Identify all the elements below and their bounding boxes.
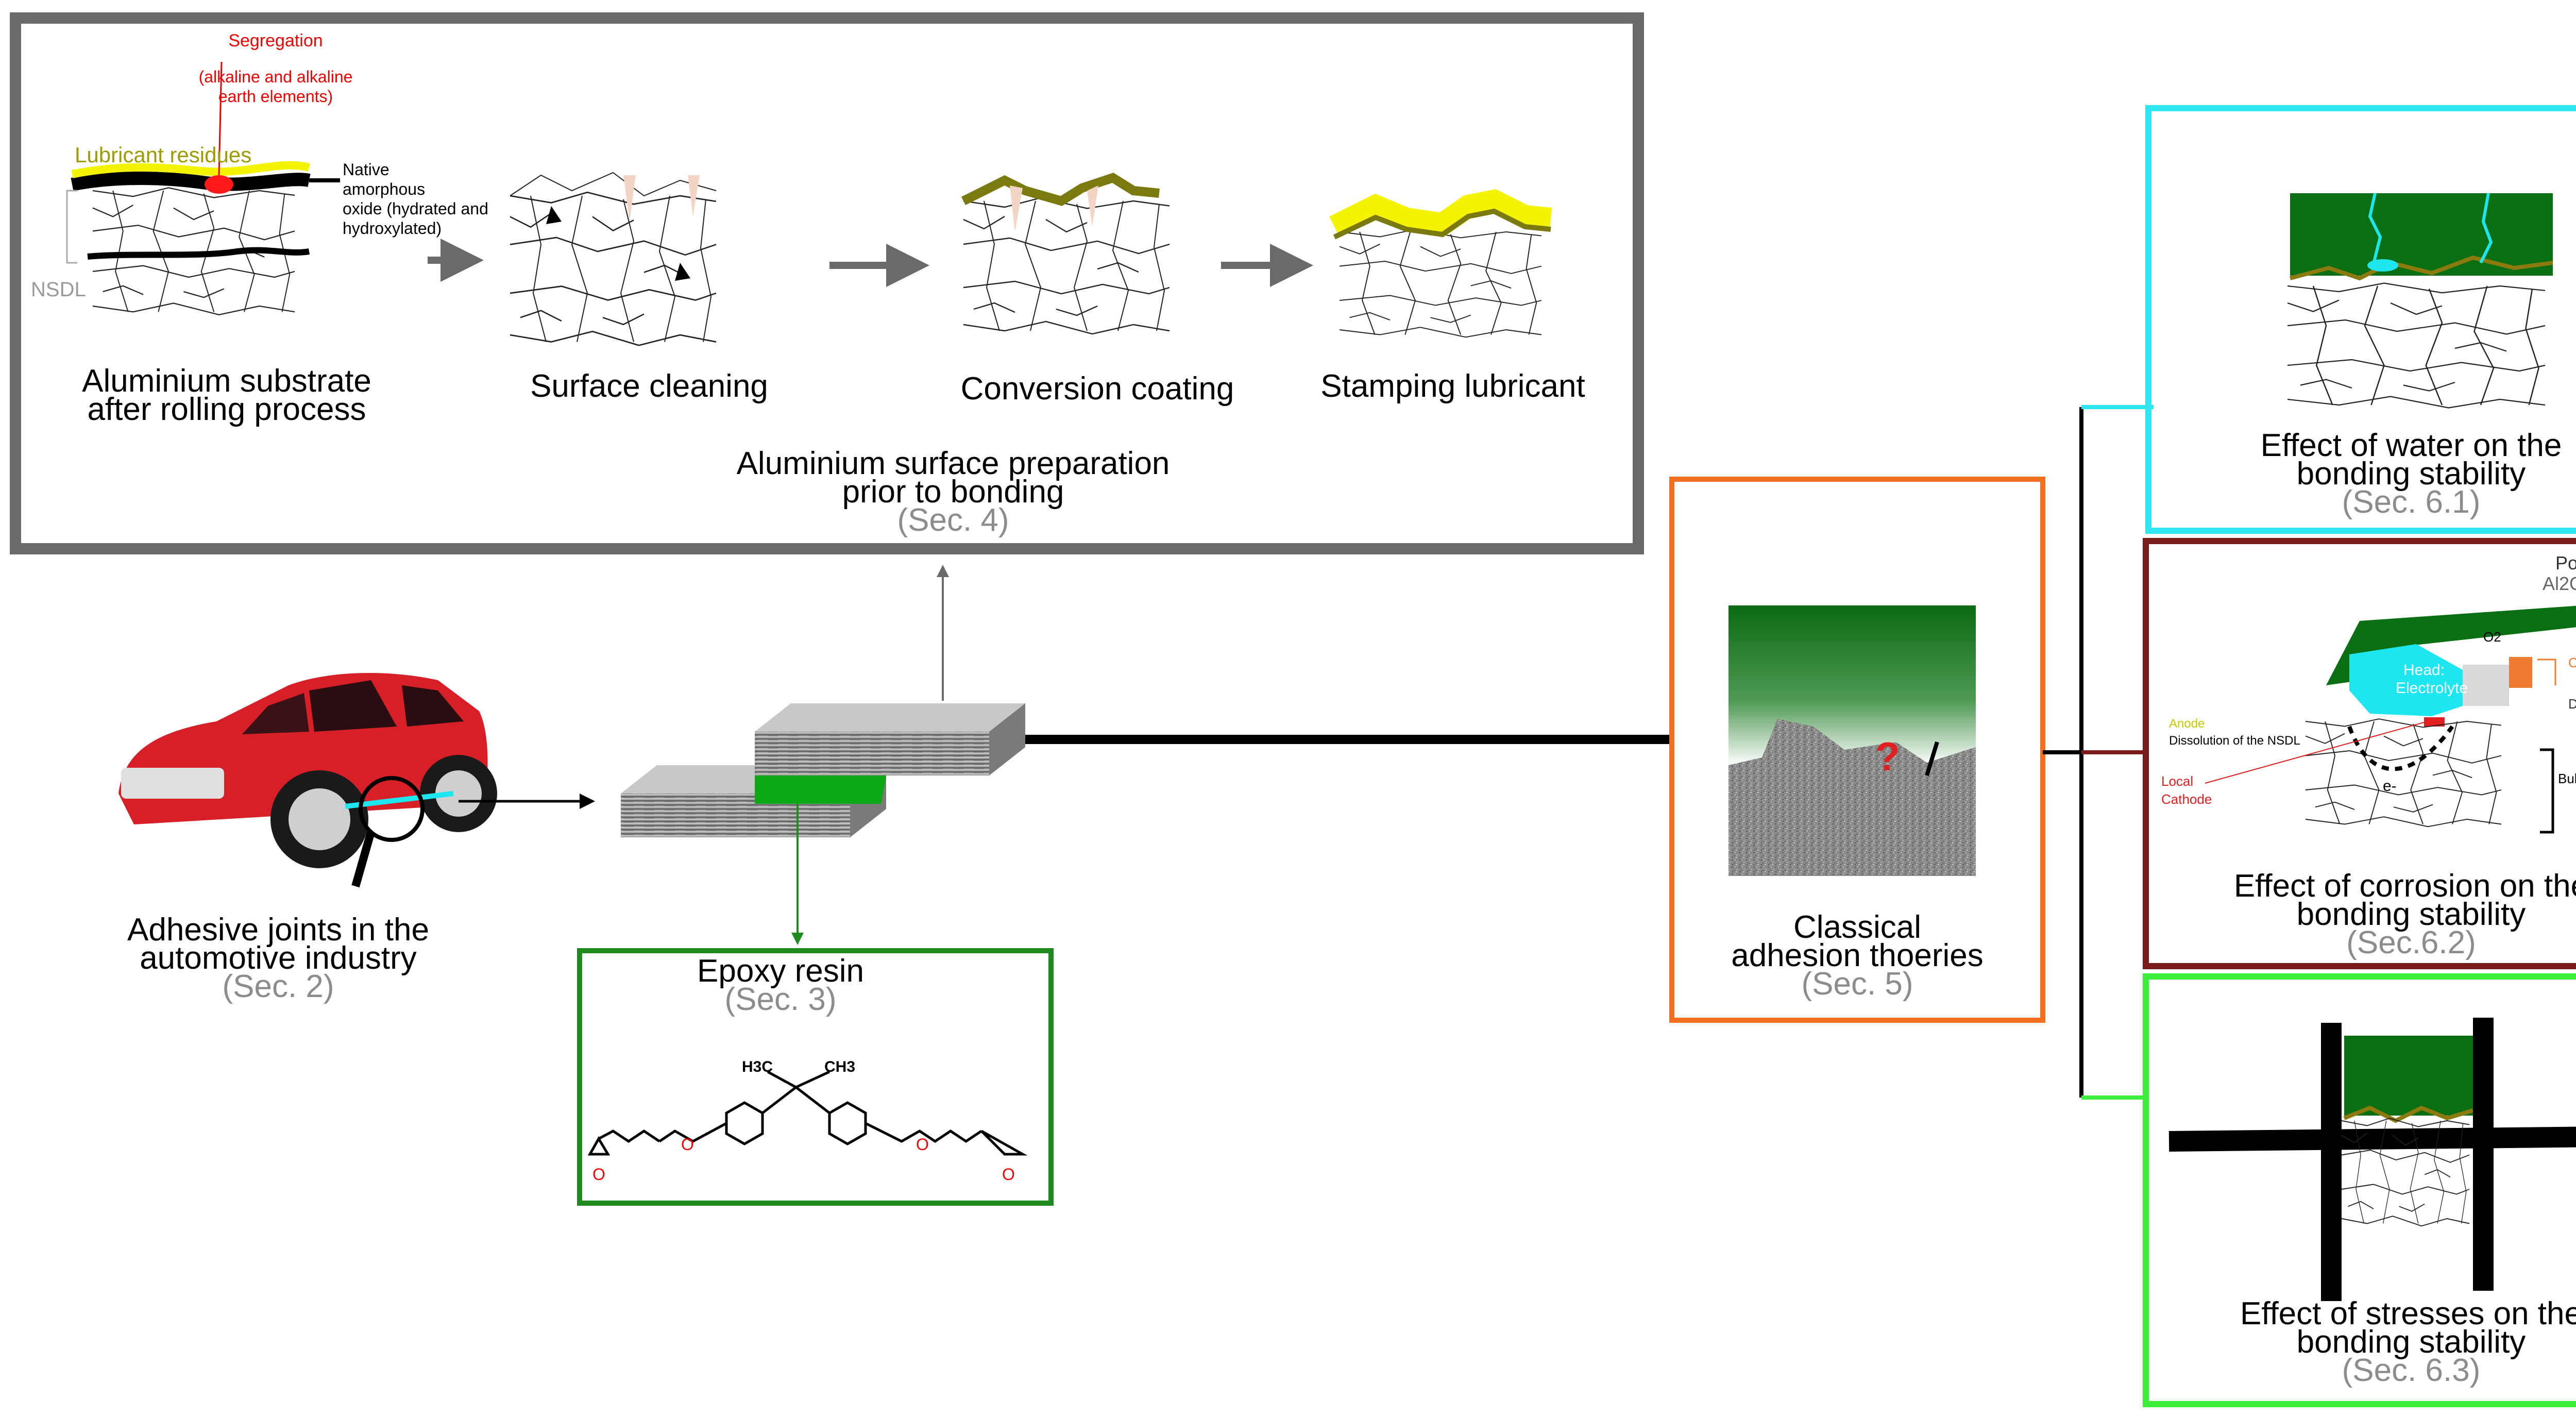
corrosion-electrolyte xyxy=(2349,644,2463,716)
local-cathode-label-1: Local xyxy=(2161,773,2193,789)
electron-label: e- xyxy=(2383,778,2397,795)
dissolution-label: Dissolution of the NSDL xyxy=(2169,734,2300,748)
stress-clamp-left xyxy=(2321,1023,2342,1301)
coating-bracket xyxy=(2537,659,2556,685)
automotive-section-ref: (Sec. 2) xyxy=(222,969,334,1004)
corrosion-substrate-grains xyxy=(2305,718,2502,828)
corrosion-porous-tail xyxy=(2463,665,2509,706)
adhesion-substrate xyxy=(1728,719,1976,876)
epoxy-section-ref: (Sec. 3) xyxy=(724,982,836,1017)
anode-label: Anode xyxy=(2169,717,2205,731)
native-oxide-label-2: amorphous xyxy=(343,180,425,198)
head-label-line1: Head: xyxy=(2403,662,2445,679)
conversion-coating-illustration xyxy=(961,173,1171,335)
corrosion-coating xyxy=(2509,657,2532,688)
car-illustration xyxy=(118,673,497,888)
water-effect-box xyxy=(2145,105,2576,534)
step3-label: Conversion coating xyxy=(961,371,1234,407)
porous-tail-formula: Al2O3 x H2O xyxy=(2543,573,2576,594)
corrosion-local-cathode xyxy=(2424,717,2445,727)
segregation-label: Segregation xyxy=(228,31,323,50)
stress-clamp-right xyxy=(2473,1018,2494,1291)
corrosion-label-line2: bonding stability xyxy=(2297,897,2526,932)
corrosion-adhesive-layer xyxy=(2326,605,2576,685)
step4-label: Stamping lubricant xyxy=(1320,368,1585,404)
native-oxide-label-1: Native xyxy=(343,160,389,179)
segregation-detail-1: (alkaline and alkaline xyxy=(199,68,353,86)
water-label-line2: bonding stability xyxy=(2297,456,2526,492)
water-section-ref: (Sec. 6.1) xyxy=(2342,484,2481,520)
stress-label-line1: Effect of stresses on the xyxy=(2240,1296,2576,1331)
water-interface xyxy=(2289,255,2553,281)
corrosion-section-ref: (Sec.6.2) xyxy=(2346,925,2476,960)
corrosion-electron-path xyxy=(2347,725,2454,771)
native-oxide-label-4: hydroxylated) xyxy=(343,219,442,238)
methyl-right-label: CH3 xyxy=(824,1058,855,1075)
aluminium-substrate-illustration xyxy=(66,161,340,315)
bulk-label: Bulk xyxy=(2558,771,2576,786)
head-label-line2: Electrolyte xyxy=(2396,680,2468,697)
segregation-pointer xyxy=(218,61,223,176)
adhesion-question-mark: ? xyxy=(1875,734,1900,779)
corrosion-label-line1: Effect of corrosion on the xyxy=(2234,868,2576,904)
native-oxide-label-3: oxide (hydrated and xyxy=(343,199,488,218)
surface-cleaning-illustration xyxy=(509,172,717,346)
stress-section-ref: (Sec. 6.3) xyxy=(2342,1353,2481,1388)
stress-effect-box xyxy=(2143,973,2576,1407)
adhesion-label-line2: adhesion thoeries xyxy=(1731,938,1983,973)
deformed-layer-label: Deformed layer xyxy=(2568,696,2576,712)
coating-label: Coating xyxy=(2568,655,2576,670)
water-label-line1: Effect of water on the xyxy=(2261,428,2562,463)
water-adhesive-layer xyxy=(2290,193,2553,276)
automotive-label-line2: automotive industry xyxy=(140,940,417,976)
segregation-detail-2: earth elements) xyxy=(218,87,333,106)
adhesive-joint-illustration xyxy=(621,703,1025,837)
automotive-label-line1: Adhesive joints in the xyxy=(127,912,429,948)
water-crack-1 xyxy=(2368,193,2382,268)
stress-interface xyxy=(2343,1105,2474,1123)
bisphenol-a-structure xyxy=(587,1070,1028,1156)
methyl-left-label: H3C xyxy=(742,1058,773,1075)
surface-preparation-box xyxy=(10,12,1644,554)
oxygen-label-right: O xyxy=(916,1135,929,1154)
preparation-title-line2: prior to bonding xyxy=(842,474,1064,510)
lubricant-residues-label: Lubricant residues xyxy=(75,143,251,167)
oxygen-label-epoxide-right: O xyxy=(1002,1165,1015,1184)
nsdl-label: NSDL xyxy=(31,278,86,301)
step1-label-line2: after rolling process xyxy=(87,392,366,427)
step2-label: Surface cleaning xyxy=(530,368,768,404)
stress-adhesive-layer xyxy=(2344,1036,2473,1116)
bulk-bracket xyxy=(2540,748,2554,834)
adhesion-crack xyxy=(1925,741,1939,777)
oxygen-label-left: O xyxy=(681,1135,694,1154)
cathode-pointer xyxy=(2205,722,2425,784)
adhesion-label-line1: Classical xyxy=(1793,909,1921,945)
water-substrate-grains xyxy=(2286,282,2546,409)
porous-tail-label: Porous tail: xyxy=(2555,552,2576,573)
o2-label: O2 xyxy=(2483,629,2501,645)
stress-bar xyxy=(2168,1126,2576,1152)
step1-label-line1: Aluminium substrate xyxy=(82,363,371,399)
adhesion-theories-box xyxy=(1669,477,2045,1023)
stamping-lubricant-illustration xyxy=(1329,189,1552,338)
corrosion-effect-box xyxy=(2143,538,2576,969)
adhesion-section-ref: (Sec. 5) xyxy=(1801,966,1913,1002)
water-crack-2 xyxy=(2479,193,2493,264)
adhesion-green-layer xyxy=(1728,605,1976,765)
epoxy-title: Epoxy resin xyxy=(697,953,864,989)
water-droplet xyxy=(2367,259,2398,272)
epoxy-resin-box xyxy=(577,948,1054,1206)
stress-label-line2: bonding stability xyxy=(2297,1324,2526,1360)
preparation-section-ref: (Sec. 4) xyxy=(897,502,1009,538)
local-cathode-label-2: Cathode xyxy=(2161,791,2212,807)
preparation-title-line1: Aluminium surface preparation xyxy=(737,446,1170,481)
oxygen-label-epoxide-left: O xyxy=(592,1165,605,1184)
